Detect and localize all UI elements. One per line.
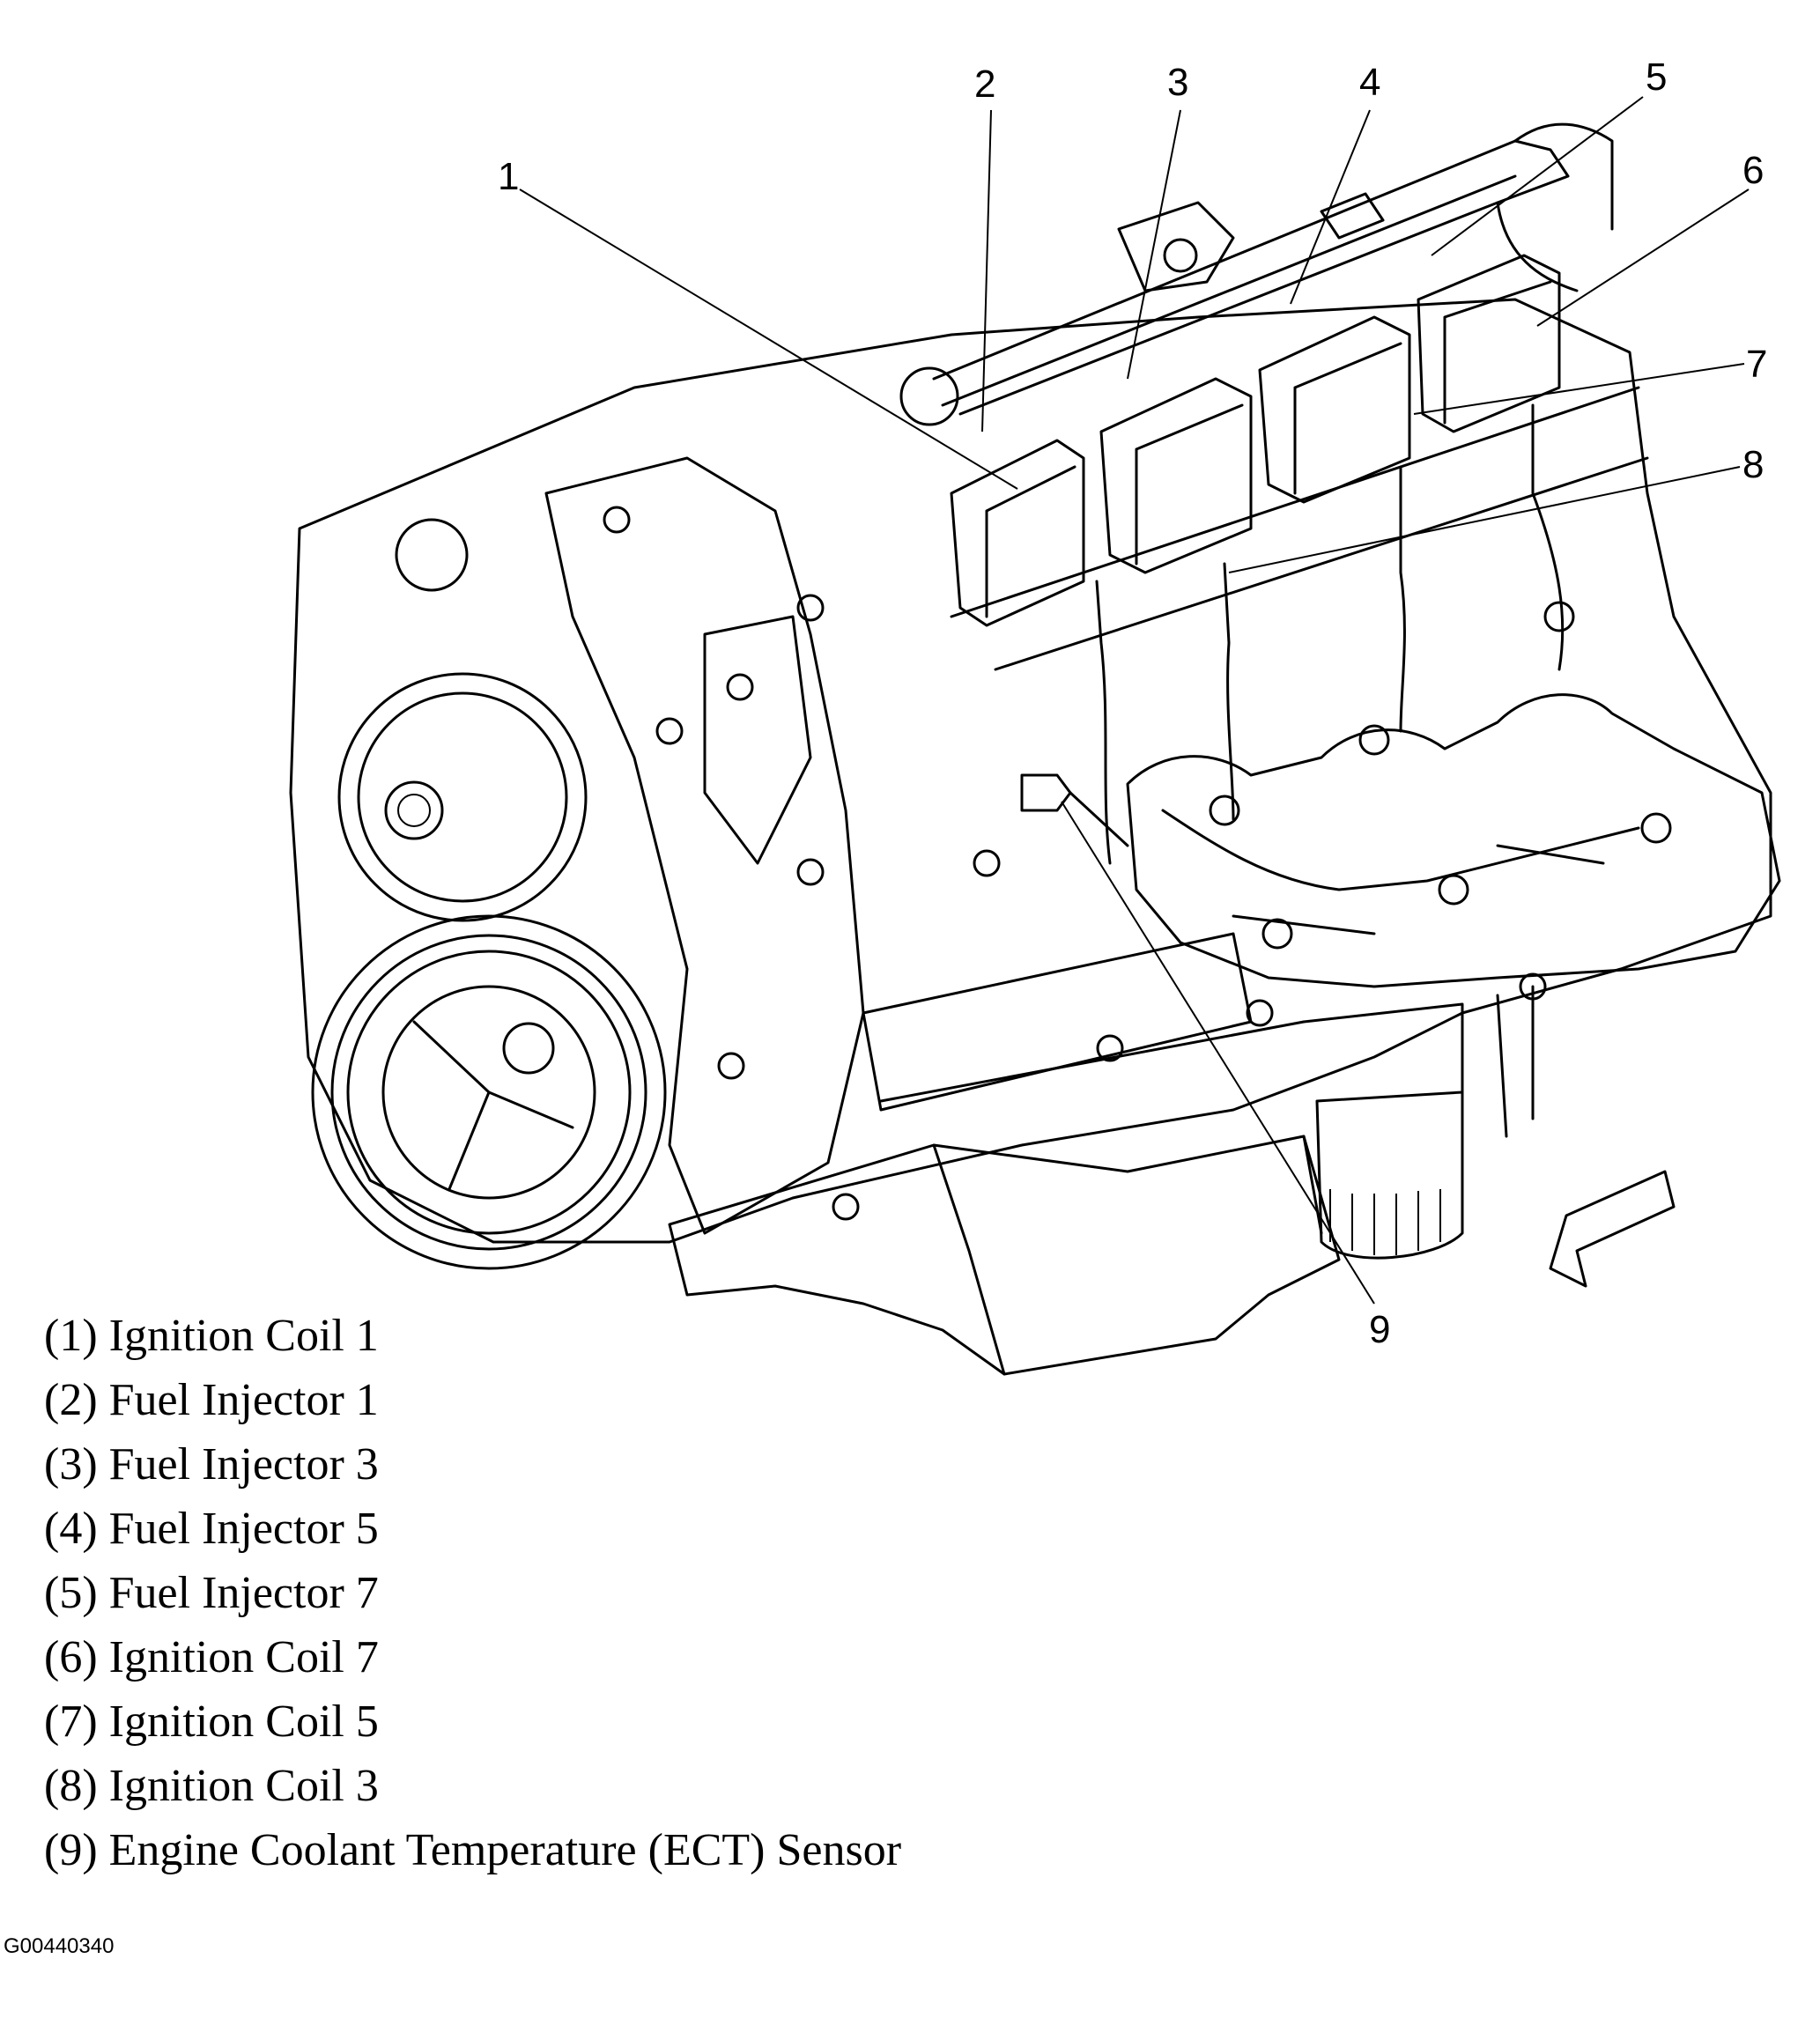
- callout-1: 1: [498, 155, 519, 198]
- direction-arrow-icon: [1549, 1170, 1676, 1288]
- callout-7: 7: [1746, 343, 1767, 386]
- legend-item: (1) Ignition Coil 1: [44, 1311, 379, 1361]
- legend-item: (4) Fuel Injector 5: [44, 1504, 379, 1554]
- callout-5: 5: [1646, 55, 1667, 99]
- ignition-coils: [950, 254, 1561, 627]
- leader-line-7: [1413, 363, 1745, 415]
- callout-4: 4: [1359, 61, 1380, 104]
- leader-line-5: [1431, 96, 1644, 256]
- callout-8: 8: [1742, 443, 1764, 486]
- legend-item: (8) Ignition Coil 3: [44, 1761, 379, 1811]
- legend-item: (9) Engine Coolant Temperature (ECT) Sen…: [44, 1825, 902, 1875]
- callout-6: 6: [1742, 149, 1764, 192]
- leader-line-3: [1127, 109, 1181, 380]
- legend-item: (6) Ignition Coil 7: [44, 1632, 379, 1682]
- leader-line-9: [1061, 801, 1375, 1305]
- callout-2: 2: [974, 63, 995, 106]
- callout-numbers: 1 2 3 4 5 6 7 8 9: [498, 55, 1767, 1351]
- leader-line-8: [1228, 466, 1741, 573]
- legend-item: (3) Fuel Injector 3: [44, 1439, 379, 1490]
- engine-drawing: [289, 122, 1781, 1376]
- leader-line-4: [1290, 109, 1371, 305]
- leader-lines: [519, 96, 1750, 1305]
- callout-3: 3: [1167, 61, 1188, 104]
- legend-item: (2) Fuel Injector 1: [44, 1375, 379, 1425]
- leader-line-1: [519, 189, 1018, 490]
- legend-item: (7) Ignition Coil 5: [44, 1697, 379, 1747]
- leader-line-6: [1536, 189, 1750, 327]
- figure-id: G00440340: [4, 1934, 115, 1958]
- legend-item: (5) Fuel Injector 7: [44, 1568, 379, 1618]
- callout-9: 9: [1369, 1308, 1390, 1351]
- component-legend: (1) Ignition Coil 1 (2) Fuel Injector 1 …: [44, 1304, 901, 1882]
- leader-line-2: [981, 109, 992, 432]
